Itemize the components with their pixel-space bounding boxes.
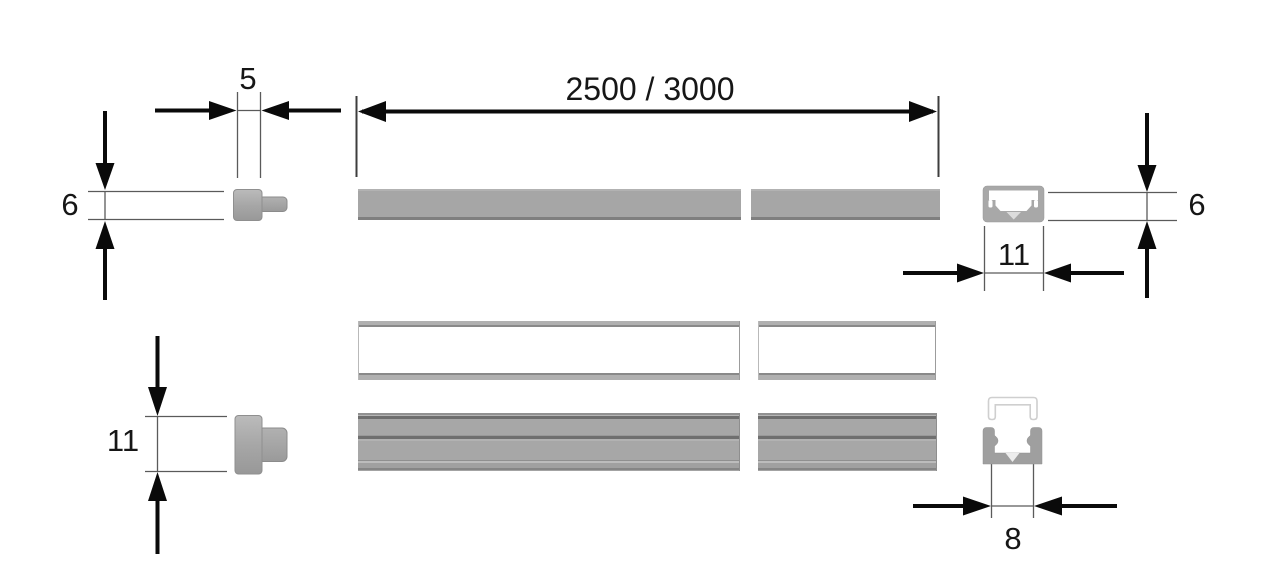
dim-cap-height — [145, 336, 227, 554]
dim-label-length: 2500 / 3000 — [565, 71, 735, 107]
dim-label-inner-width: 8 — [1004, 521, 1022, 556]
dim-label-cap-width: 5 — [239, 61, 257, 96]
profile-side-view-long — [358, 189, 741, 220]
dim-cap-width — [155, 92, 341, 178]
dim-label-height-left: 6 — [61, 187, 79, 222]
end-cap-tall — [234, 415, 288, 475]
profile-side-view-short — [751, 189, 940, 220]
dim-height-left — [88, 111, 224, 300]
dim-label-cap-height: 11 — [106, 423, 140, 458]
dim-height-right — [1048, 113, 1177, 298]
cover-side-view-short — [758, 321, 936, 380]
cross-section-cover-outline — [987, 396, 1038, 421]
cross-section-assembled — [982, 185, 1045, 223]
dim-length — [355, 96, 940, 177]
dim-outer-width — [903, 226, 1124, 291]
channel-side-view-long — [358, 413, 740, 471]
cover-side-view-long — [358, 321, 740, 380]
dim-label-outer-width: 11 — [997, 237, 1031, 272]
end-cap-small — [233, 189, 288, 221]
cross-section-channel — [982, 427, 1043, 465]
dim-label-height-right: 6 — [1188, 187, 1206, 222]
channel-side-view-short — [758, 413, 937, 471]
dim-inner-width — [913, 464, 1117, 518]
